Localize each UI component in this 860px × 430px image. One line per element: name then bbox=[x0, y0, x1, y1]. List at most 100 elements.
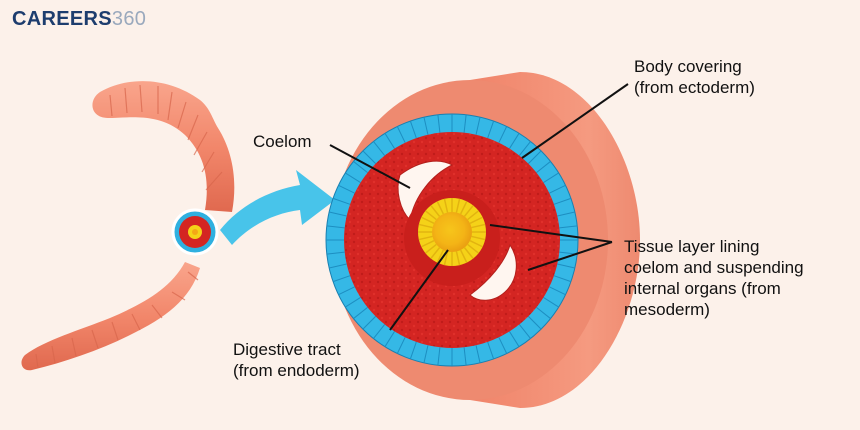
endoderm-cell-wall bbox=[421, 240, 435, 248]
endoderm-cell-wall bbox=[424, 243, 437, 254]
endoderm-cell-wall bbox=[443, 251, 449, 266]
ectoderm-cell-wall bbox=[332, 197, 351, 205]
endoderm-cell-wall bbox=[463, 247, 474, 260]
worm-segment-ring bbox=[91, 329, 99, 349]
ectoderm-cell-wall bbox=[409, 120, 417, 139]
small-cross-section bbox=[171, 208, 219, 256]
ectoderm-cell-wall bbox=[543, 172, 559, 183]
label-coelom-text: Coelom bbox=[253, 132, 312, 151]
ectoderm-cell-wall bbox=[536, 161, 551, 174]
worm-segment-ring bbox=[71, 337, 77, 357]
endoderm-cell-wall bbox=[469, 240, 483, 248]
ectoderm-cell-wall bbox=[487, 341, 495, 360]
worm-segment-ring bbox=[131, 313, 141, 331]
endoderm-cell-wall bbox=[436, 249, 444, 263]
label-tissue-line1: Tissue layer lining bbox=[624, 237, 760, 256]
ectoderm-cell-wall bbox=[549, 184, 566, 194]
endoderm-cell-wall bbox=[430, 204, 441, 217]
logo-number: 360 bbox=[111, 8, 147, 30]
ectoderm-cell-wall bbox=[543, 297, 559, 308]
label-digestive-line2: (from endoderm) bbox=[233, 361, 360, 380]
endoderm-cell-wall bbox=[455, 251, 461, 266]
ectoderm-cell-wall bbox=[373, 141, 386, 156]
ectoderm-cell-wall bbox=[423, 345, 429, 363]
leader-tissue-a bbox=[489, 224, 613, 243]
endoderm-cell-wall bbox=[421, 216, 435, 224]
ectoderm-cell-wall bbox=[557, 263, 575, 269]
worm-segment-ring bbox=[187, 271, 199, 281]
ectoderm-cell-wall bbox=[557, 211, 575, 217]
ectoderm-cell-wall bbox=[329, 263, 347, 269]
ectoderm-cell-wall bbox=[329, 211, 347, 217]
worm-segment-ring bbox=[171, 291, 186, 301]
ectoderm-cell-wall bbox=[553, 197, 572, 205]
label-tissue-layer: Tissue layer lining coelom and suspendin… bbox=[624, 236, 804, 320]
ectoderm-cell-wall bbox=[549, 286, 566, 296]
label-body-covering-line2: (from ectoderm) bbox=[634, 78, 755, 97]
ectoderm-cell-wall bbox=[463, 347, 467, 366]
endoderm-cell-wall bbox=[467, 243, 480, 254]
worm-segment-ring bbox=[187, 114, 199, 141]
ectoderm-cell-wall bbox=[373, 324, 386, 339]
endoderm-cell-wall bbox=[471, 223, 486, 229]
ectoderm-cell-wall bbox=[518, 324, 531, 339]
worm-segment-ring bbox=[109, 94, 113, 117]
ectoderm-cell-wall bbox=[475, 345, 481, 363]
endoderm-cell-wall bbox=[436, 201, 444, 215]
ectoderm-cell-wall bbox=[553, 275, 572, 283]
coelom-cavity-lower bbox=[469, 243, 517, 301]
endoderm-cell-wall bbox=[463, 204, 474, 217]
ectoderm-cell-wall bbox=[345, 172, 361, 183]
zoom-arrow bbox=[220, 170, 335, 245]
ectoderm-cell-wall bbox=[536, 306, 551, 319]
label-body-covering-line1: Body covering bbox=[634, 57, 742, 76]
endoderm-cell-wall bbox=[471, 235, 486, 241]
ectoderm-cell-wall bbox=[528, 150, 542, 164]
label-body-covering: Body covering (from ectoderm) bbox=[634, 56, 755, 98]
worm-segment-ring bbox=[205, 171, 223, 191]
endoderm-cell-wall bbox=[418, 235, 433, 241]
leader-body-covering bbox=[521, 83, 629, 159]
worm-segment-ring bbox=[35, 353, 39, 369]
leader-coelom bbox=[329, 144, 411, 189]
ectoderm-cell-wall bbox=[559, 225, 578, 229]
leader-digestive bbox=[389, 249, 449, 331]
endoderm-cell-wall bbox=[443, 198, 449, 213]
worm-segment-ring bbox=[151, 304, 163, 319]
ectoderm-cell-wall bbox=[509, 331, 520, 347]
ectoderm-cell-wall bbox=[326, 225, 345, 229]
ectoderm-cell-wall bbox=[498, 337, 508, 354]
endoderm-cell-wall bbox=[469, 216, 483, 224]
worm-lower bbox=[21, 262, 200, 371]
ectoderm-cell-wall bbox=[463, 114, 467, 133]
ectoderm-cell-wall bbox=[338, 184, 355, 194]
gut-lumen bbox=[432, 212, 472, 252]
coelom-cavity-upper bbox=[397, 160, 454, 222]
worm-upper-body bbox=[92, 81, 235, 212]
label-tissue-line2: coelom and suspending bbox=[624, 258, 804, 277]
ectoderm-cell-wall bbox=[423, 117, 429, 135]
worm-segment-ring bbox=[139, 84, 143, 113]
logo: CAREERS360 bbox=[12, 8, 146, 31]
label-tissue-line3: internal organs (from bbox=[624, 279, 781, 298]
worm-segment-ring bbox=[111, 321, 119, 341]
label-digestive-tract: Digestive tract (from endoderm) bbox=[233, 339, 360, 381]
ectoderm-cell-wall bbox=[345, 297, 361, 308]
ectoderm-cell-wall bbox=[487, 120, 495, 139]
ectoderm-cell-wall bbox=[509, 133, 520, 149]
worm-upper bbox=[92, 81, 235, 212]
worm-segment-ring bbox=[193, 131, 208, 156]
logo-brand: CAREERS bbox=[12, 8, 112, 30]
ectoderm-cell-wall bbox=[362, 150, 376, 164]
ectoderm-cell-wall bbox=[362, 316, 376, 330]
leader-tissue-b bbox=[527, 241, 613, 271]
label-digestive-line1: Digestive tract bbox=[233, 340, 341, 359]
leader-lines bbox=[329, 83, 629, 331]
endoderm-cell-wall bbox=[467, 210, 480, 221]
endoderm-cell-wall bbox=[455, 198, 461, 213]
ectoderm-cell-wall bbox=[353, 161, 368, 174]
ectoderm-cell-wall bbox=[332, 275, 351, 283]
big-cross-section bbox=[325, 113, 579, 367]
ectoderm-cell-wall bbox=[437, 114, 441, 133]
